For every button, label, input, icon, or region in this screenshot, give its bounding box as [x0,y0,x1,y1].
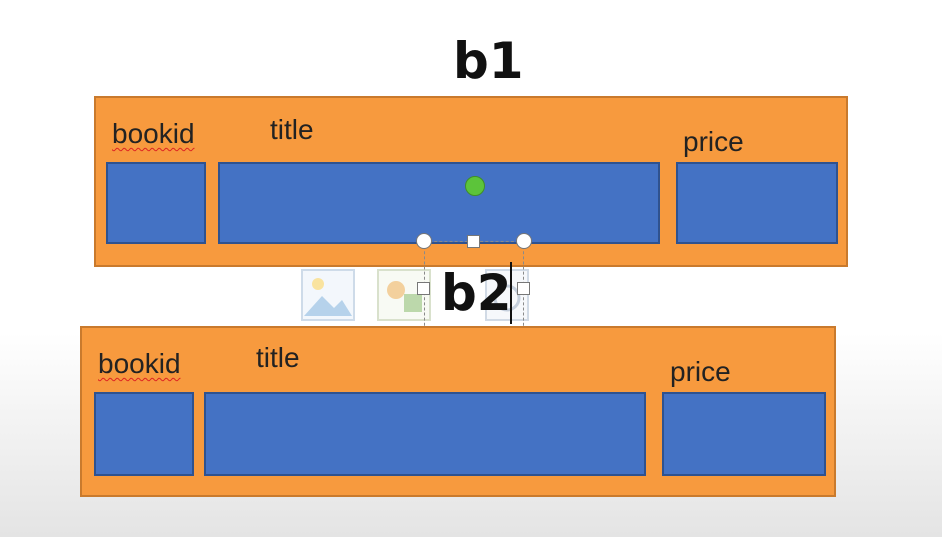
field-label-bookid: bookid [98,348,181,379]
field-box-bookid[interactable] [94,392,194,476]
resize-handle-icon[interactable] [467,235,480,248]
insert-clipart-icon [377,269,431,321]
resize-handle-icon[interactable] [417,282,430,295]
field-label-price: price [683,126,744,157]
rotate-handle-icon[interactable] [465,176,485,196]
record-title-b2[interactable]: b2 [441,264,512,322]
resize-handle-icon[interactable] [416,233,432,249]
field-label-title: title [256,342,300,373]
resize-handle-icon[interactable] [516,233,532,249]
field-label-price: price [670,356,731,387]
field-box-bookid[interactable] [106,162,206,244]
field-label-bookid: bookid [112,118,195,149]
record-b1[interactable]: bookid title price [94,96,848,267]
field-box-title[interactable] [204,392,646,476]
insert-picture-icon [301,269,355,321]
field-label-title: title [270,114,314,145]
record-b2[interactable]: bookid title price [80,326,836,497]
field-box-title[interactable] [218,162,660,244]
resize-handle-icon[interactable] [517,282,530,295]
field-box-price[interactable] [662,392,826,476]
insert-chart-icon [485,269,529,321]
field-box-price[interactable] [676,162,838,244]
text-cursor [510,262,512,324]
record-title-b1: b1 [453,32,524,90]
